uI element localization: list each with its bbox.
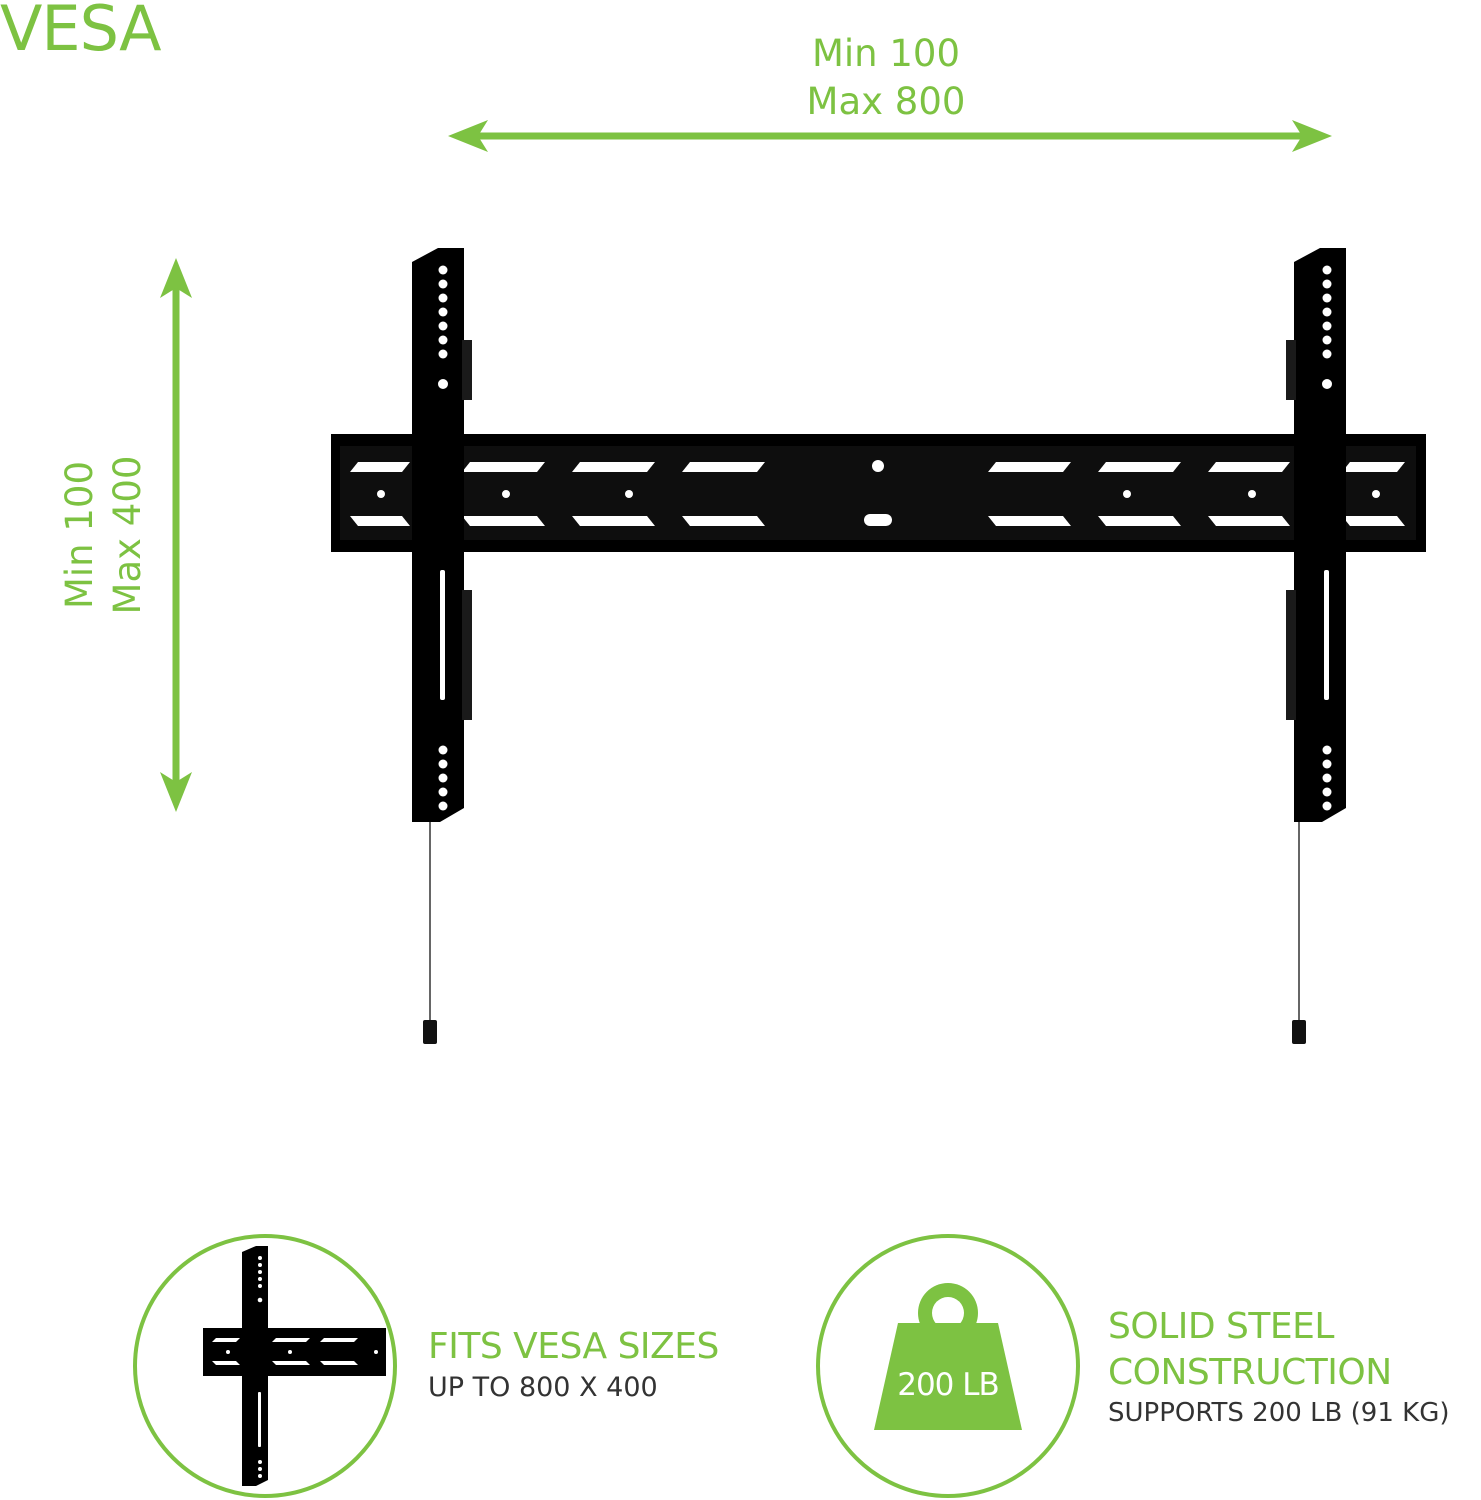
feature-steel-title: SOLID STEEL CONSTRUCTION <box>1108 1304 1392 1396</box>
horizontal-max-label: Max 800 <box>806 80 966 123</box>
right-vertical-arm <box>1286 248 1346 822</box>
mount-bracket-icon <box>133 1234 397 1498</box>
vertical-max-label: Max 400 <box>106 455 149 615</box>
horizontal-dimension-arrow <box>448 120 1332 152</box>
horizontal-dimension-label: Min 100 Max 800 <box>786 30 986 126</box>
feature-steel-title-line-2: CONSTRUCTION <box>1108 1352 1392 1393</box>
vertical-dimension-arrow <box>160 258 192 812</box>
feature-vesa-subtitle: UP TO 800 X 400 <box>428 1372 658 1403</box>
weight-icon <box>816 1234 1080 1498</box>
feature-steel-subtitle: SUPPORTS 200 LB (91 KG) <box>1108 1398 1450 1428</box>
vertical-dimension-label: Min 100 Max 400 <box>56 435 152 635</box>
wall-plate <box>331 434 1426 552</box>
horizontal-min-label: Min 100 <box>811 32 961 75</box>
pull-cords <box>423 822 1306 1044</box>
vertical-min-label: Min 100 <box>58 460 101 610</box>
weight-badge: 200 LB <box>897 1367 1000 1403</box>
feature-vesa-title: FITS VESA SIZES <box>428 1326 719 1367</box>
left-vertical-arm <box>412 248 472 822</box>
feature-steel-title-line-1: SOLID STEEL <box>1108 1306 1334 1347</box>
page-title: VESA <box>0 0 162 65</box>
